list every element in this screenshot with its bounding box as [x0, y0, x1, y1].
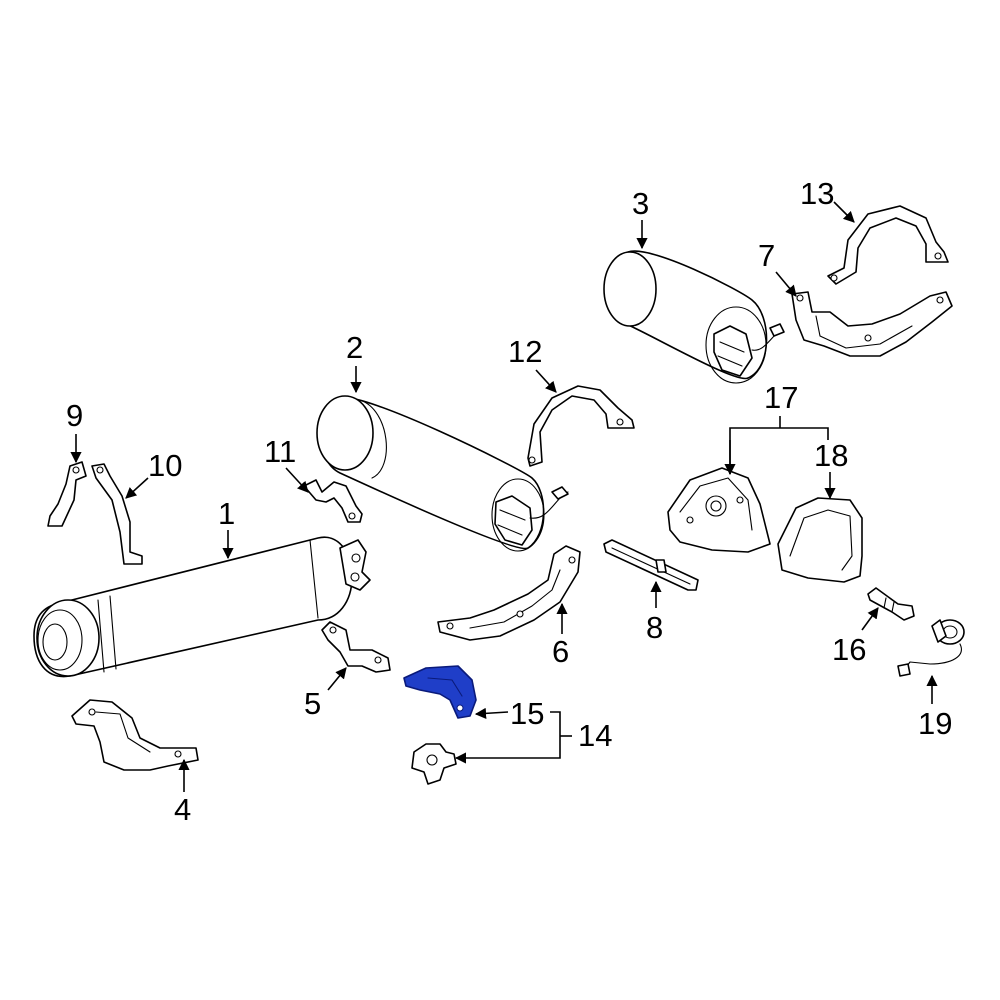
- part-11-clamp[interactable]: [303, 479, 363, 523]
- part-16-sensor[interactable]: [867, 587, 915, 621]
- callout-18: 18: [814, 438, 848, 473]
- callout-3: 3: [632, 186, 649, 221]
- part-19-sensor-wire[interactable]: [897, 619, 965, 677]
- callout-2: 2: [346, 330, 363, 365]
- callout-15: 15: [510, 696, 544, 731]
- part-18-shield[interactable]: [777, 497, 863, 583]
- callout-7: 7: [758, 238, 775, 273]
- callout-4: 4: [174, 792, 191, 827]
- part-17-shield[interactable]: [667, 467, 771, 553]
- callout-5: 5: [304, 686, 321, 721]
- callout-16: 16: [832, 632, 866, 667]
- part-3-cylinder[interactable]: [603, 250, 785, 384]
- callout-labels: 1 2 3 4 5 6 7 8 9 10 11 12 13 14 15 16 1…: [66, 176, 952, 827]
- part-12-strap[interactable]: [527, 385, 635, 467]
- callout-19: 19: [918, 706, 952, 741]
- callout-6: 6: [552, 634, 569, 669]
- part-4-bracket[interactable]: [71, 699, 199, 771]
- part-7-bracket[interactable]: [791, 291, 953, 357]
- callout-12: 12: [508, 334, 542, 369]
- callout-11: 11: [264, 434, 296, 469]
- part-13-strap[interactable]: [827, 205, 949, 285]
- callout-13: 13: [800, 176, 834, 211]
- part-8-rail[interactable]: [603, 539, 699, 591]
- callout-1: 1: [218, 496, 235, 531]
- callout-9: 9: [66, 398, 83, 433]
- part-10-strap[interactable]: [91, 463, 143, 565]
- callout-17: 17: [764, 380, 798, 415]
- leader-lines: [70, 201, 938, 792]
- part-14-valve[interactable]: [411, 743, 457, 785]
- part-2-cylinder[interactable]: [316, 395, 569, 552]
- part-9-strap[interactable]: [47, 461, 87, 527]
- callout-8: 8: [646, 610, 663, 645]
- part-1-cylinder[interactable]: [33, 536, 371, 678]
- part-6-bracket[interactable]: [437, 545, 581, 641]
- callout-14: 14: [578, 718, 612, 753]
- callout-10: 10: [148, 448, 182, 483]
- part-15-bracket-highlighted[interactable]: [403, 665, 477, 719]
- part-5-bracket[interactable]: [321, 621, 391, 673]
